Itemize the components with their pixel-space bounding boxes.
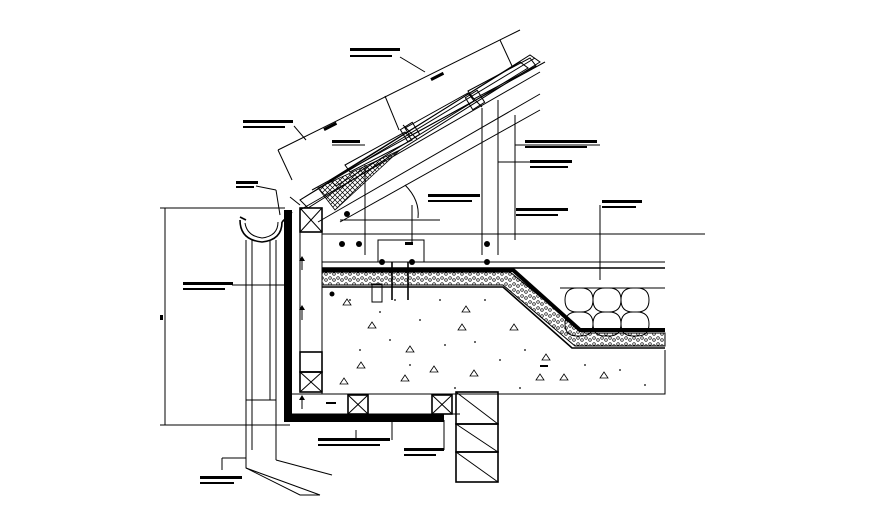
hanger-rods	[364, 100, 516, 263]
leader-lines	[221, 56, 601, 470]
timber-post	[299, 231, 323, 393]
direction-arrows	[299, 256, 357, 440]
anchor-bars	[371, 262, 409, 303]
height-dimension-line	[160, 207, 290, 426]
slope-dimension	[277, 29, 521, 181]
rafter	[299, 71, 541, 223]
fascia-board	[284, 210, 460, 422]
annotation-text-blocks	[183, 48, 642, 484]
membrane-layer	[321, 268, 666, 349]
wall-plate-top	[299, 207, 323, 233]
concrete-slab	[321, 287, 666, 395]
brick-wall	[455, 391, 499, 483]
downpipe	[245, 240, 333, 496]
pitch-angle-arc	[340, 184, 440, 221]
insulation	[560, 287, 665, 337]
gutter	[239, 211, 293, 243]
bolts	[329, 211, 490, 297]
soffit-blocks	[347, 394, 453, 415]
roof-battens	[399, 89, 486, 143]
roof-tiles	[289, 54, 546, 209]
